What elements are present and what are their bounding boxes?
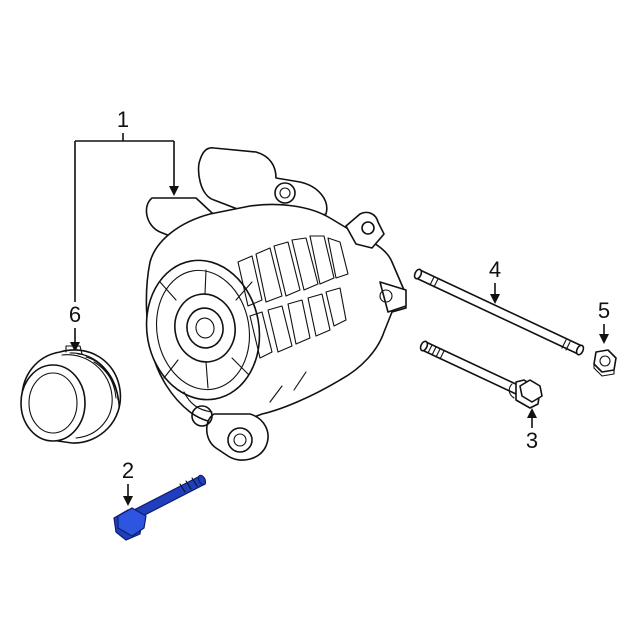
- callout-1-label: 1: [117, 107, 129, 132]
- bolt-3-part: [419, 340, 543, 409]
- callout-1-arrowhead: [169, 186, 179, 196]
- callout-2-arrowhead: [123, 496, 133, 506]
- stator-fins: [237, 235, 349, 359]
- callout-3-label: 3: [526, 428, 538, 453]
- nut-part: [593, 349, 617, 377]
- bolt-2-part: [113, 474, 207, 541]
- callout-2-group: 2: [122, 458, 134, 506]
- callout-5-label: 5: [598, 298, 610, 323]
- callout-5-arrowhead: [599, 334, 609, 344]
- stud-part: [413, 268, 585, 356]
- callout-4-label: 4: [489, 257, 501, 282]
- callout-2-label: 2: [122, 458, 134, 483]
- callout-5-group: 5: [598, 298, 610, 344]
- callout-3-group: 3: [526, 408, 538, 453]
- callout-4-group: 4: [489, 257, 501, 304]
- callout-1-group: 1: [74, 107, 179, 302]
- callout-6-group: 6: [69, 302, 81, 352]
- callout-6-arrowhead: [70, 342, 80, 352]
- callout-1-leader: [74, 133, 175, 302]
- alternator-part: [145, 147, 407, 461]
- callout-4-arrowhead: [490, 294, 500, 304]
- callout-3-arrowhead: [527, 408, 537, 418]
- callout-6-label: 6: [69, 302, 81, 327]
- pulley-part: [20, 345, 122, 444]
